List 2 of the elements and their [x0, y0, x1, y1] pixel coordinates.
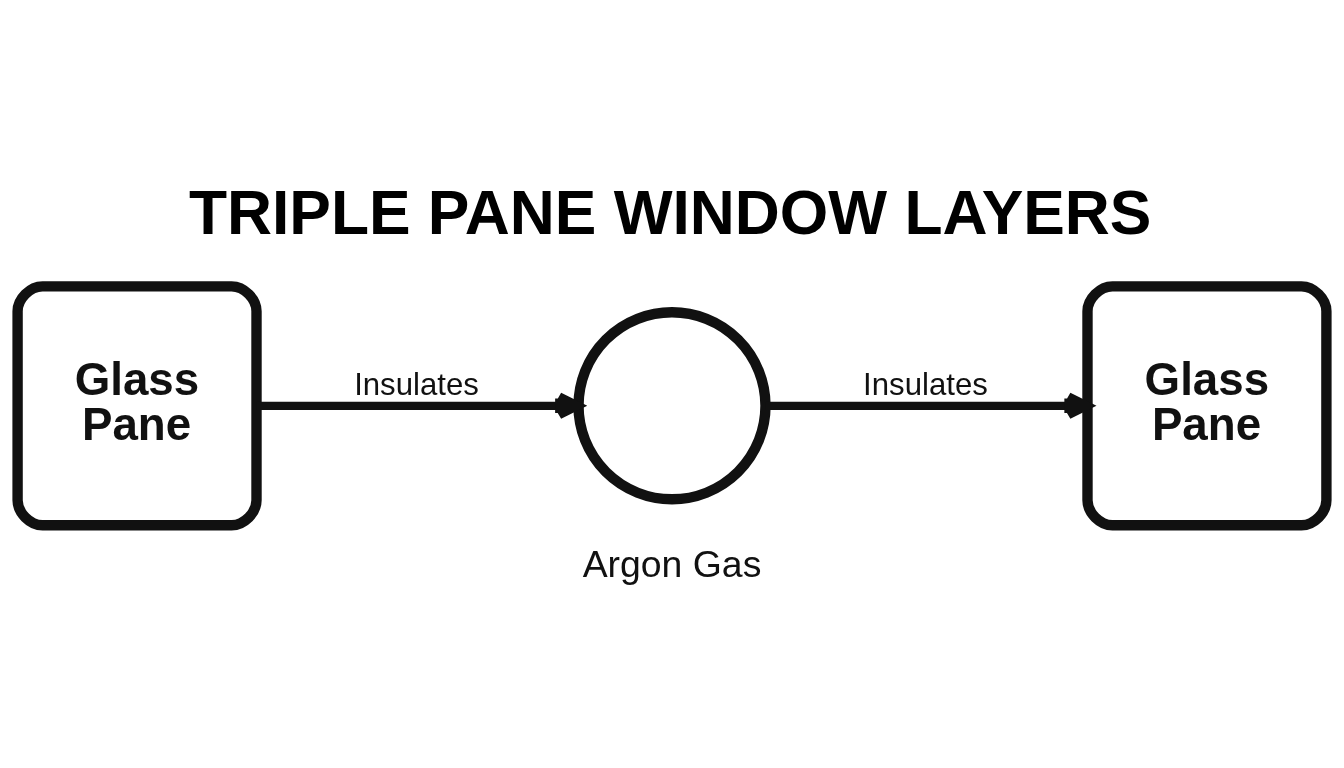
node-label: Argon Gas	[582, 542, 762, 585]
diagram-title: TRIPLE PANE WINDOW LAYERS	[188, 177, 1152, 247]
